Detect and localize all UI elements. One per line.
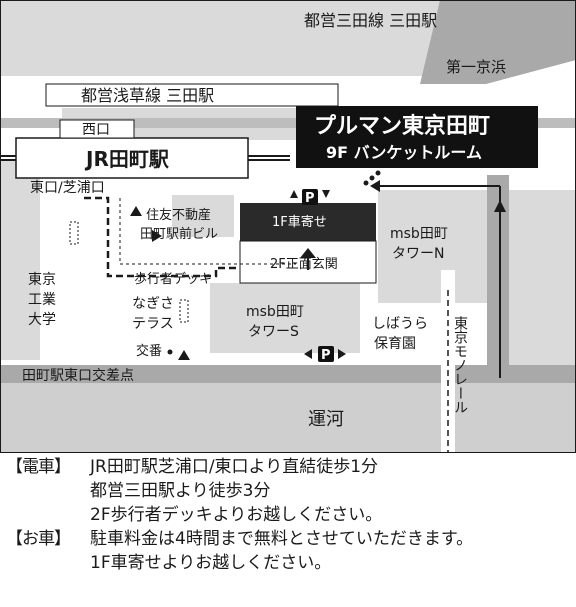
shibaura-label-2: 保育園 (374, 336, 416, 352)
tokyo-univ-label-3: 大学 (28, 312, 56, 328)
parking-icon-south (318, 346, 334, 362)
sumitomo-label-1: 住友不動産 (146, 207, 211, 223)
koban-label: 交番 (136, 343, 162, 359)
building-msb-n (378, 190, 488, 303)
entrance-arrow-icon (300, 248, 316, 258)
jr-station-label: JR田町駅 (84, 147, 169, 171)
sumitomo-arrow-icon (152, 230, 162, 242)
building-right-strip (505, 190, 576, 380)
parking-arrow-down-icon (322, 190, 330, 198)
nishiguchi-label: 西口 (82, 122, 110, 138)
monorail-label: 東京モノレール (452, 316, 468, 414)
intersection-label: 田町駅東口交差点 (22, 367, 134, 384)
car-tag: 【お車】 (6, 529, 71, 549)
parking-south-right-arrow-icon (338, 349, 346, 359)
rail-band-lower (0, 118, 576, 128)
route-dot-3 (375, 170, 381, 176)
parking-south-left-arrow-icon (304, 349, 312, 359)
train-row: 【電車】 JR田町駅芝浦口/東口より直結徒歩1分 (6, 455, 572, 479)
east-exit-label: 東口/芝浦口 (30, 180, 105, 196)
train-tag: 【電車】 (6, 457, 71, 477)
train-line-3: 2F歩行者デッキよりお越しください。 (90, 505, 383, 525)
nagisa-label-1: なぎさ (132, 296, 174, 312)
hotel-building (240, 203, 376, 241)
south-road (0, 365, 576, 383)
nishiguchi-box (59, 119, 135, 139)
exit-marker-1-icon (130, 206, 142, 216)
car-row-2: 1F車寄せよりお越しください。 (6, 551, 572, 575)
banquet-room-label: 9F バンケットルーム (326, 143, 482, 162)
msb-n-label-2: タワーN (392, 246, 444, 262)
front-entrance-label: 2F正面玄関 (270, 257, 338, 272)
msb-s-label-1: msb田町 (246, 304, 304, 320)
parking-label-south: P (321, 348, 331, 363)
toei-asakusa-box (45, 83, 339, 107)
car-line-2: 1F車寄せよりお越しください。 (90, 553, 332, 573)
train-line-2: 都営三田駅より徒歩3分 (90, 481, 271, 501)
car-line-1: 駐車料金は4時間まで無料とさせていただきます。 (90, 529, 474, 549)
stairs-mark-1 (69, 221, 79, 245)
exit-marker-2-icon (178, 350, 190, 360)
daiichi-keihin-label: 第一京浜 (446, 58, 506, 76)
jr-station-building (15, 137, 249, 179)
koban-marker (167, 349, 173, 355)
hotel-name-box (296, 106, 538, 168)
daiichi-keihin-road (420, 0, 576, 84)
tokyo-univ-label-1: 東京 (28, 272, 56, 288)
building-sumitomo (172, 195, 234, 237)
train-row-3: 2F歩行者デッキよりお越しください。 (6, 503, 572, 527)
canal-label: 運河 (308, 409, 344, 430)
building-msb-s (210, 283, 360, 353)
route-dot-1 (363, 180, 369, 186)
msb-n-label-1: msb田町 (390, 226, 448, 242)
access-legend: 【電車】 JR田町駅芝浦口/東口より直結徒歩1分 都営三田駅より徒歩3分 2F歩… (6, 455, 572, 575)
nagisa-label-2: テラス (132, 316, 174, 332)
stairs-mark-2 (179, 299, 189, 323)
parking-arrow-up-icon (290, 190, 298, 198)
hotel-name-label: プルマン東京田町 (314, 113, 490, 139)
building-top-left (0, 0, 480, 76)
toei-asakusa-label: 都営浅草線 三田駅 (81, 86, 214, 105)
pedestrian-inner-route (119, 198, 296, 265)
toei-mita-label: 都営三田線 三田駅 (304, 11, 437, 30)
train-line-1: JR田町駅芝浦口/東口より直結徒歩1分 (90, 457, 379, 477)
car-route-left-arrow-icon (370, 180, 380, 192)
area-map: 都営浅草線 三田駅 西口 JR田町駅 都営三田線 三田駅 第一京浜 プルマン東京… (0, 0, 576, 453)
pedestrian-deck-label: 歩行者デッキ (134, 271, 212, 287)
train-row-2: 都営三田駅より徒歩3分 (6, 479, 572, 503)
route-dot-2 (369, 175, 375, 181)
pedestrian-deck-route (84, 196, 240, 278)
car-row: 【お車】 駐車料金は4時間まで無料とさせていただきます。 (6, 527, 572, 551)
car-route-up-arrow-icon (494, 200, 506, 212)
tokyo-univ-label-2: 工業 (28, 292, 56, 308)
parking-icon-hotel (302, 189, 318, 205)
sumitomo-label-2: 田町駅前ビル (140, 226, 218, 242)
building-left (0, 160, 40, 360)
msb-s-label-2: タワーS (248, 324, 299, 340)
carport-label: 1F車寄せ (272, 214, 327, 230)
canal (0, 383, 576, 453)
parking-label-hotel: P (305, 191, 315, 206)
shibaura-label-1: しばうら (372, 316, 428, 332)
